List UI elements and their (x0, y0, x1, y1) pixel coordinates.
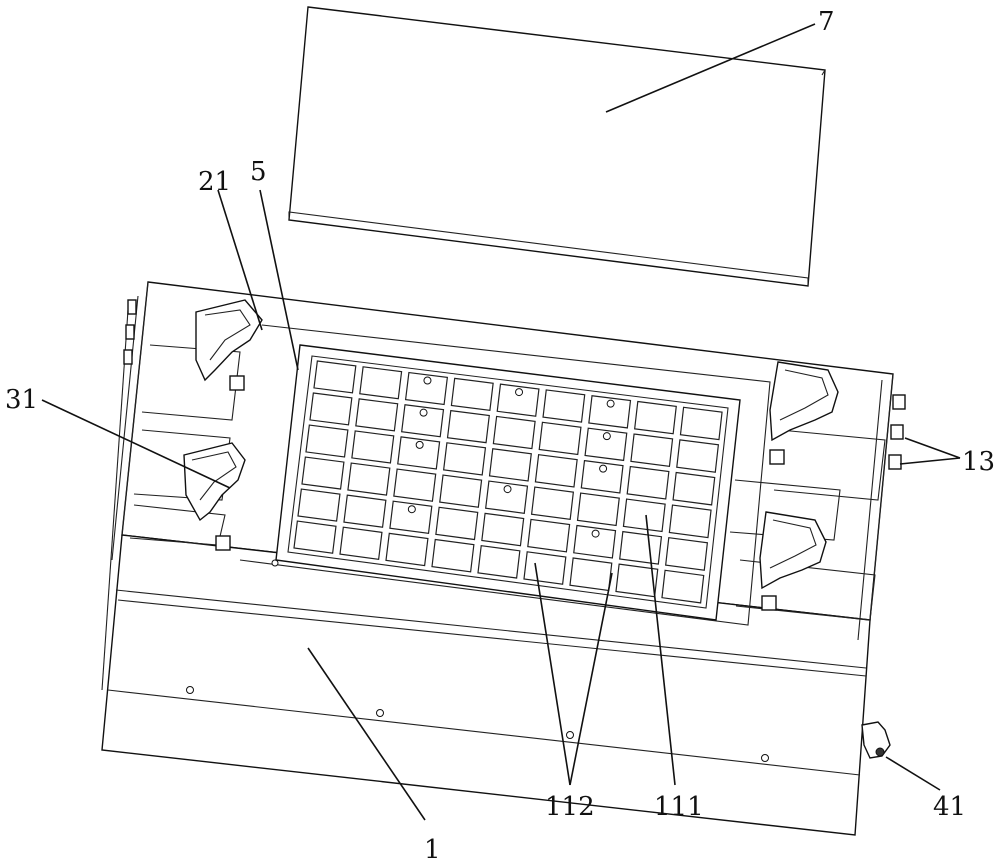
grid-cell (431, 538, 475, 573)
clamp-bracket-bottom-right (759, 511, 827, 611)
grid-cell (626, 465, 670, 500)
pipe-fitting (861, 721, 891, 759)
grid-cell (523, 551, 567, 585)
grid-cell (359, 366, 403, 400)
label-fitting: 41 (933, 792, 966, 822)
cover-plate (288, 6, 826, 287)
grid-cell (297, 488, 341, 522)
grid-cell (339, 526, 383, 561)
grid-cell (313, 360, 357, 394)
grid-cell (397, 436, 441, 470)
leader-lines (41, 23, 961, 821)
label-cover: 7 (818, 7, 835, 37)
grid-cell (439, 474, 483, 508)
grid-cells (293, 360, 723, 604)
grid-cell (527, 518, 571, 553)
grid-bolt (503, 485, 512, 494)
grid-cell (485, 480, 529, 514)
clamp-bracket-top-left (195, 299, 263, 391)
grid-cell (576, 492, 620, 527)
label-clamp: 31 (5, 385, 38, 415)
grid-cell (665, 537, 709, 571)
grid-cell (293, 520, 337, 554)
grid-cell (496, 383, 540, 417)
grid-cell (404, 371, 449, 406)
grid-cell (355, 398, 399, 432)
side-studs (123, 299, 137, 365)
grid-cell (634, 400, 677, 435)
grid-bolt (602, 432, 611, 441)
grid-cell (573, 524, 617, 559)
grid-bolt (591, 529, 600, 538)
label-frame: 5 (250, 157, 267, 187)
grid-cell (305, 424, 349, 458)
grid-cell (343, 494, 387, 528)
labels: 7 5 21 31 13 112 111 1 41 (5, 7, 995, 865)
grid-cell (588, 395, 632, 429)
grid-cell (534, 454, 578, 488)
grid-cell (622, 498, 666, 533)
grid-cell (450, 377, 494, 412)
grid-bolt (606, 399, 615, 408)
label-cells: 111 (654, 792, 704, 822)
grid-cell (630, 433, 674, 467)
grid-cell (488, 448, 532, 482)
clamp-bracket-top-right (769, 361, 839, 465)
grid-cell (385, 532, 429, 567)
grid-bolt (415, 440, 424, 449)
grid-cell (492, 415, 536, 450)
grid-cell (679, 406, 723, 441)
grid-cell (584, 427, 628, 462)
grid-cell (351, 430, 395, 464)
grid-cell (393, 468, 437, 502)
grid-cell (668, 504, 712, 539)
grid-cell (442, 442, 487, 476)
grid-cell (619, 530, 663, 565)
grid-cell (301, 456, 345, 490)
grid-bolt (515, 388, 524, 397)
connectors (888, 394, 906, 470)
label-bracket: 21 (198, 167, 231, 197)
grid-cell (389, 500, 433, 535)
grid-cell (481, 512, 525, 547)
grid-bolt (423, 376, 432, 385)
grid-cell (676, 439, 720, 473)
grid-cell (347, 462, 391, 496)
grid-bolt (407, 505, 416, 514)
label-connectors: 13 (962, 447, 995, 477)
grid-cell (569, 557, 613, 592)
grid-cell (435, 506, 479, 541)
grid-cell (477, 544, 521, 579)
grid-cell (580, 459, 624, 494)
grid-bolt (419, 408, 428, 417)
grid-cell (530, 486, 575, 521)
grid-cell (309, 392, 353, 426)
grid-cell (672, 471, 716, 506)
grid-cell (661, 569, 705, 604)
grid-cell (446, 409, 490, 444)
grid-cell (538, 421, 582, 456)
grid-cell (542, 389, 586, 423)
label-dividers: 112 (545, 792, 595, 822)
grid-bolt (599, 464, 608, 473)
grid-cell (401, 404, 445, 438)
label-housing: 1 (424, 835, 441, 865)
